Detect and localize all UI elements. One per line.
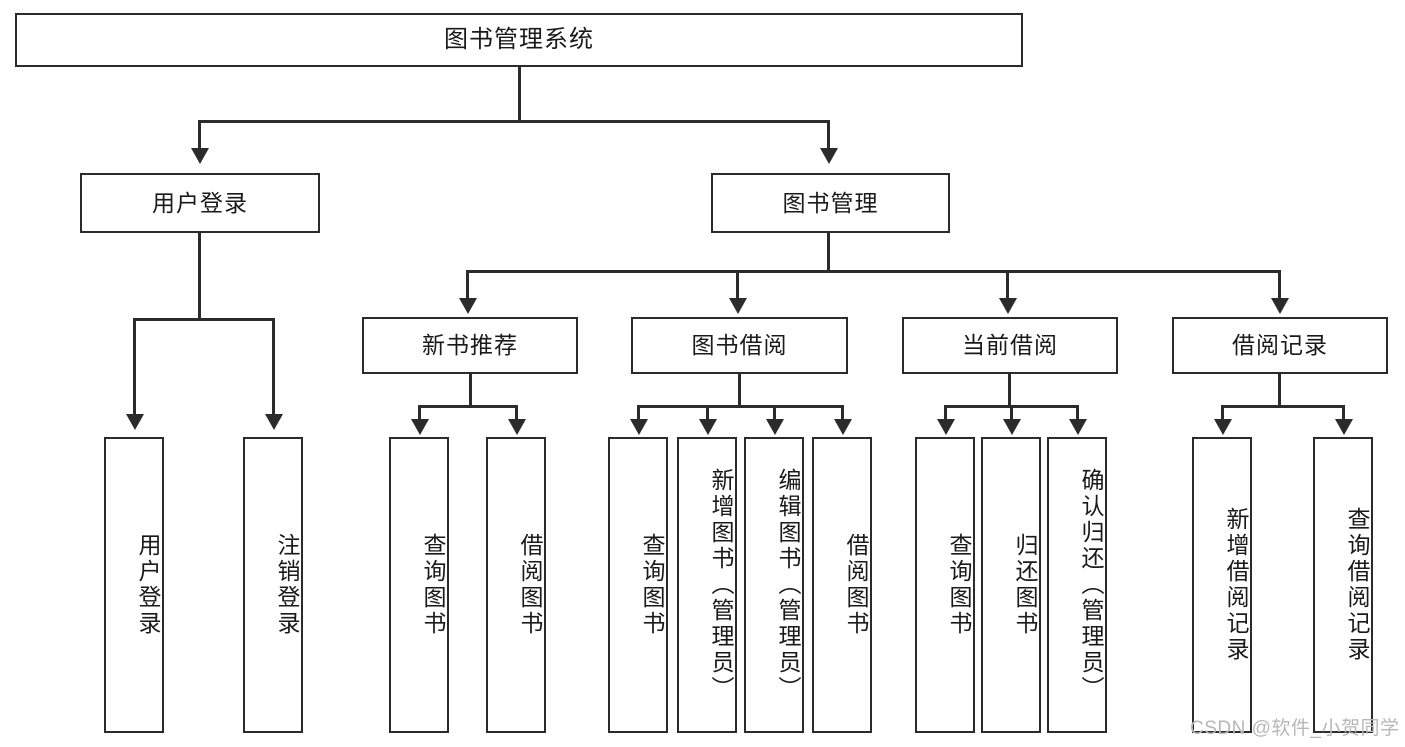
arrow-user-login-leaf-2 bbox=[265, 414, 283, 430]
edge-book-borrow-drop-3 bbox=[773, 405, 776, 421]
node-borrow-record[interactable]: 借阅记录 bbox=[1172, 317, 1388, 374]
leaf-label: 查询图书 bbox=[420, 533, 446, 637]
edge-to-user-login bbox=[198, 120, 201, 148]
edge-new-book-bus bbox=[418, 405, 518, 408]
arrow-to-current-borrow bbox=[999, 298, 1017, 314]
arrow-book-borrow-leaf-1 bbox=[630, 419, 648, 435]
leaf-current-borrow-query[interactable]: 查询图书 bbox=[915, 437, 975, 733]
edge-borrow-record-bus bbox=[1221, 405, 1345, 408]
edge-user-login-drop-2 bbox=[272, 318, 275, 414]
edge-book-borrow-bus bbox=[637, 405, 844, 408]
node-user-login[interactable]: 用户登录 bbox=[80, 173, 320, 233]
leaf-borrow-record-add[interactable]: 新增借阅记录 bbox=[1192, 437, 1252, 733]
edge-book-manage-drop-2 bbox=[736, 270, 739, 298]
leaf-label: 借阅图书 bbox=[843, 533, 869, 637]
leaf-book-borrow-add[interactable]: 新增图书（管理员） bbox=[677, 437, 737, 733]
edge-current-borrow-drop-1 bbox=[944, 405, 947, 421]
node-book-borrow[interactable]: 图书借阅 bbox=[631, 317, 848, 374]
edge-book-manage-bus bbox=[466, 270, 1281, 273]
edge-borrow-record-drop-2 bbox=[1342, 405, 1345, 421]
node-root-system[interactable]: 图书管理系统 bbox=[15, 13, 1023, 67]
arrow-book-borrow-leaf-4 bbox=[834, 419, 852, 435]
node-book-manage[interactable]: 图书管理 bbox=[711, 173, 950, 233]
edge-user-login-bus bbox=[133, 318, 275, 321]
edge-book-manage-drop-3 bbox=[1006, 270, 1009, 298]
arrow-user-login-leaf-1 bbox=[126, 414, 144, 430]
node-label: 用户登录 bbox=[152, 189, 248, 216]
edge-new-book-drop-2 bbox=[515, 405, 518, 421]
edge-book-borrow-drop-2 bbox=[706, 405, 709, 421]
leaf-current-borrow-confirm[interactable]: 确认归还（管理员） bbox=[1047, 437, 1107, 733]
edge-user-login-stem bbox=[198, 233, 201, 321]
edge-to-book-manage bbox=[827, 120, 830, 148]
edge-borrow-record-drop-1 bbox=[1221, 405, 1224, 421]
node-label: 借阅记录 bbox=[1232, 332, 1328, 359]
edge-book-borrow-drop-4 bbox=[841, 405, 844, 421]
arrow-to-borrow-record bbox=[1271, 298, 1289, 314]
node-label: 新书推荐 bbox=[422, 332, 518, 359]
edge-current-borrow-stem bbox=[1008, 374, 1011, 408]
leaf-book-borrow-edit[interactable]: 编辑图书（管理员） bbox=[744, 437, 804, 733]
arrow-book-borrow-leaf-3 bbox=[766, 419, 784, 435]
arrow-current-borrow-leaf-3 bbox=[1069, 419, 1087, 435]
edge-user-login-drop-1 bbox=[133, 318, 136, 414]
arrow-book-borrow-leaf-2 bbox=[699, 419, 717, 435]
leaf-new-book-borrow[interactable]: 借阅图书 bbox=[486, 437, 546, 733]
edge-borrow-record-stem bbox=[1278, 374, 1281, 408]
leaf-borrow-record-query[interactable]: 查询借阅记录 bbox=[1313, 437, 1373, 733]
edge-new-book-drop-1 bbox=[418, 405, 421, 421]
leaf-label: 归还图书 bbox=[1012, 533, 1038, 637]
arrow-current-borrow-leaf-1 bbox=[937, 419, 955, 435]
leaf-label: 查询图书 bbox=[946, 533, 972, 637]
edge-current-borrow-drop-3 bbox=[1076, 405, 1079, 421]
node-label: 图书管理系统 bbox=[444, 26, 594, 53]
leaf-book-borrow-borrow[interactable]: 借阅图书 bbox=[812, 437, 872, 733]
edge-current-borrow-drop-2 bbox=[1010, 405, 1013, 421]
leaf-label: 编辑图书（管理员） bbox=[775, 468, 801, 702]
leaf-label: 借阅图书 bbox=[517, 533, 543, 637]
edge-new-book-stem bbox=[469, 374, 472, 408]
leaf-label: 查询借阅记录 bbox=[1344, 507, 1370, 663]
edge-root-bus bbox=[198, 120, 830, 123]
leaf-user-login-signin[interactable]: 用户登录 bbox=[104, 437, 164, 733]
arrow-new-book-leaf-1 bbox=[411, 419, 429, 435]
edge-root-stem bbox=[518, 67, 521, 121]
arrow-to-new-book bbox=[459, 298, 477, 314]
edge-book-borrow-drop-1 bbox=[637, 405, 640, 421]
leaf-label: 确认归还（管理员） bbox=[1078, 468, 1104, 702]
node-current-borrow[interactable]: 当前借阅 bbox=[902, 317, 1118, 374]
arrow-current-borrow-leaf-2 bbox=[1003, 419, 1021, 435]
node-label: 图书借阅 bbox=[691, 332, 788, 359]
leaf-new-book-query[interactable]: 查询图书 bbox=[389, 437, 449, 733]
arrow-borrow-record-leaf-1 bbox=[1214, 419, 1232, 435]
leaf-label: 注销登录 bbox=[274, 533, 300, 637]
arrow-to-book-manage bbox=[820, 148, 838, 164]
arrow-borrow-record-leaf-2 bbox=[1335, 419, 1353, 435]
edge-book-manage-drop-4 bbox=[1278, 270, 1281, 298]
edge-book-manage-drop-1 bbox=[466, 270, 469, 298]
leaf-label: 用户登录 bbox=[135, 533, 161, 637]
node-new-book-recommend[interactable]: 新书推荐 bbox=[362, 317, 578, 374]
edge-book-borrow-stem bbox=[738, 374, 741, 408]
arrow-new-book-leaf-2 bbox=[508, 419, 526, 435]
leaf-user-login-signout[interactable]: 注销登录 bbox=[243, 437, 303, 733]
arrow-to-user-login bbox=[191, 148, 209, 164]
leaf-current-borrow-return[interactable]: 归还图书 bbox=[981, 437, 1041, 733]
leaf-label: 新增借阅记录 bbox=[1223, 507, 1249, 663]
arrow-to-book-borrow bbox=[729, 298, 747, 314]
node-label: 当前借阅 bbox=[962, 332, 1058, 359]
leaf-label: 新增图书（管理员） bbox=[708, 468, 734, 702]
edge-book-manage-stem bbox=[827, 233, 830, 273]
node-label: 图书管理 bbox=[782, 189, 879, 216]
leaf-book-borrow-query[interactable]: 查询图书 bbox=[608, 437, 668, 733]
leaf-label: 查询图书 bbox=[639, 533, 665, 637]
